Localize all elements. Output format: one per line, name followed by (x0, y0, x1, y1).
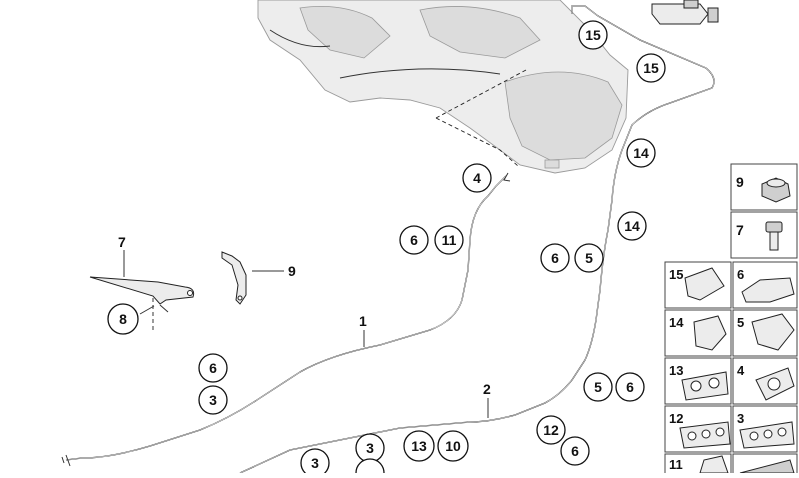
legend-item-9: 9 (730, 163, 798, 211)
svg-text:10: 10 (445, 438, 461, 454)
callout-3-a: 3 (198, 385, 228, 415)
callout-14-lower: 14 (617, 211, 647, 241)
svg-text:5: 5 (594, 379, 602, 395)
callout-11: 11 (434, 225, 464, 255)
svg-text:9: 9 (736, 174, 744, 190)
legend-item-11: 11 (664, 453, 732, 477)
label-1: 1 (359, 313, 367, 329)
svg-text:3: 3 (209, 392, 217, 408)
svg-text:6: 6 (626, 379, 634, 395)
svg-text:11: 11 (442, 232, 457, 248)
callout-12: 12 (536, 415, 566, 445)
callout-10: 10 (437, 430, 469, 462)
tank-location-dashed-outline (435, 69, 527, 167)
legend-item-15: 15 (664, 261, 732, 309)
bracket-part-7 (89, 276, 195, 330)
callout-3-b: 3 (355, 433, 385, 463)
callout-partial-bottom (355, 458, 385, 474)
bracket-part-9 (221, 251, 247, 305)
svg-text:14: 14 (624, 218, 640, 234)
legend-item-6: 6 (732, 261, 798, 309)
svg-text:3: 3 (311, 455, 319, 471)
legend-item-14: 14 (664, 309, 732, 357)
svg-text:3: 3 (737, 411, 744, 426)
svg-text:11: 11 (669, 457, 683, 472)
callout-6-a: 6 (399, 225, 429, 255)
svg-text:6: 6 (571, 443, 579, 459)
callout-15-upper: 15 (578, 20, 608, 50)
svg-text:6: 6 (410, 232, 418, 248)
svg-text:5: 5 (737, 315, 744, 330)
legend-item-12: 12 (664, 405, 732, 453)
leader-lines (123, 250, 489, 418)
svg-text:12: 12 (543, 422, 559, 438)
callout-14-upper: 14 (626, 138, 656, 168)
return-pipe (239, 0, 719, 474)
callout-5-b: 5 (583, 372, 613, 402)
callout-15-lower: 15 (636, 53, 666, 83)
label-9: 9 (288, 263, 296, 279)
svg-text:4: 4 (737, 363, 745, 378)
svg-text:13: 13 (411, 438, 427, 454)
svg-text:6: 6 (209, 360, 217, 376)
legend-item-7: 7 (730, 211, 798, 259)
label-2: 2 (483, 381, 491, 397)
svg-text:3: 3 (366, 440, 374, 456)
fuel-tank-illustration (257, 0, 629, 174)
svg-text:13: 13 (669, 363, 683, 378)
callout-4: 4 (462, 163, 492, 193)
label-7: 7 (118, 234, 126, 250)
legend-item-blank (732, 453, 798, 477)
svg-text:6: 6 (737, 267, 744, 282)
parts-legend-panel: 9 7 15 6 14 5 (664, 163, 798, 477)
legend-item-4: 4 (732, 357, 798, 405)
callout-6-c: 6 (198, 353, 228, 383)
callout-3-c: 3 (300, 448, 330, 478)
legend-item-5: 5 (732, 309, 798, 357)
callout-6-d: 6 (615, 372, 645, 402)
feed-pipe (61, 172, 511, 467)
callout-5-a: 5 (574, 243, 604, 273)
svg-text:14: 14 (669, 315, 684, 330)
svg-text:4: 4 (473, 170, 481, 186)
svg-text:8: 8 (119, 311, 127, 327)
callout-6-e: 6 (560, 436, 590, 466)
svg-text:6: 6 (551, 250, 559, 266)
svg-text:15: 15 (585, 27, 601, 43)
svg-text:12: 12 (669, 411, 683, 426)
svg-text:15: 15 (669, 267, 683, 282)
legend-item-3: 3 (732, 405, 798, 453)
svg-text:5: 5 (585, 250, 593, 266)
legend-item-13: 13 (664, 357, 732, 405)
svg-text:15: 15 (643, 60, 659, 76)
svg-text:7: 7 (736, 222, 744, 238)
callout-13: 13 (403, 430, 435, 462)
callout-8: 8 (107, 303, 139, 335)
svg-text:14: 14 (633, 145, 649, 161)
callout-6-b: 6 (540, 243, 570, 273)
